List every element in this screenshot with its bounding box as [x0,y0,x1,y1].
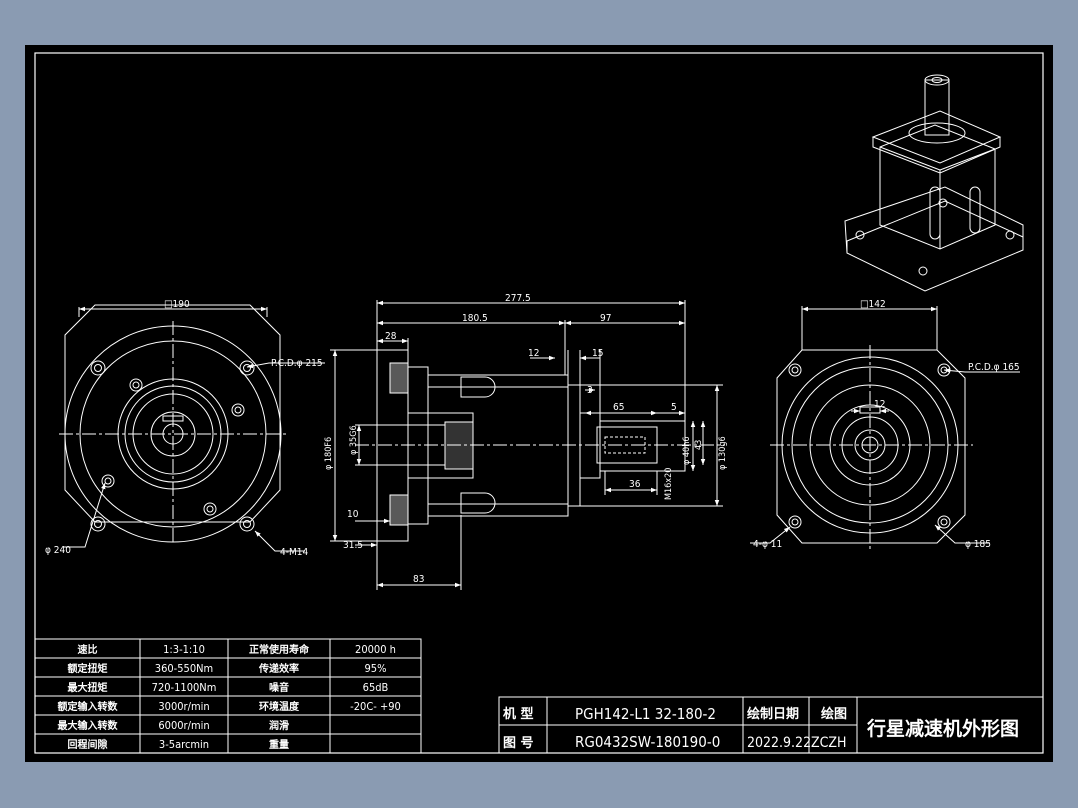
spec-cell-r0-c0: 速比 [78,643,98,656]
spec-cell-r4-c1: 6000r/min [158,719,209,732]
spec-cell-r2-c2: 噪音 [269,681,289,694]
rear-key-width: 12 [874,399,885,410]
side-dim-15: 15 [592,348,603,359]
date-label: 绘制日期 [747,706,799,722]
rear-diameter-label: φ 185 [965,539,991,550]
title-block [498,696,1044,754]
spec-table [34,638,422,754]
side-flange-thk: 28 [385,331,397,342]
model-label: 机 型 [503,706,534,722]
side-spigot-dia: φ 130g6 [718,436,728,470]
drawn-by-value: ZCZH [811,735,847,751]
side-total-length: 277.5 [505,293,531,304]
side-output-shaft [599,420,686,472]
front-diameter-label: φ 240 [45,545,71,556]
spec-cell-r5-c1: 3-5arcmin [159,738,209,751]
spec-cell-r4-c0: 最大输入转数 [58,719,119,732]
spec-cell-r0-c3: 20000 h [355,643,396,656]
spec-cell-r3-c0: 额定输入转数 [58,700,119,713]
rear-holes-label: 4-φ 11 [753,539,782,550]
cad-drawing: □190 P.C.D.φ 215 φ 240 4-M14 [34,52,1044,754]
spec-cell-r3-c1: 3000r/min [158,700,209,713]
side-thread: M16x20 [664,468,674,500]
side-dim-5: 5 [671,402,677,413]
spec-cell-r1-c2: 传递效率 [258,662,299,675]
side-key-h: 43 [694,440,704,450]
side-dim-65: 65 [613,402,624,413]
spec-cell-r5-c2: 重量 [269,738,289,751]
side-view [330,300,725,590]
side-flange [376,349,409,542]
side-dim-12: 12 [528,348,539,359]
front-holes-label: 4-M14 [280,547,308,558]
spec-cell-r3-c3: -20C- +90 [350,700,401,713]
date-value: 2022.9.22 [747,735,811,751]
drawing-number-value: RG0432SW-180190-0 [575,733,720,751]
spec-cell-r0-c1: 1:3-1:10 [163,643,205,656]
rear-view [750,306,1020,550]
drawing-sheet: □190 P.C.D.φ 215 φ 240 4-M14 [25,45,1053,762]
side-dim-83: 83 [413,574,424,585]
rear-pcd-label: P.C.D.φ 165 [968,362,1020,373]
iso-body [879,124,996,250]
isometric-view [844,74,1024,292]
drawn-by-label: 绘图 [821,706,847,722]
drawing-title: 行星减速机外形图 [866,717,1019,740]
spec-cell-r1-c0: 额定扭矩 [68,662,108,675]
spec-cell-r1-c3: 95% [365,662,387,675]
rear-square-dim: □142 [860,299,886,310]
spec-cell-r1-c1: 360-550Nm [155,662,213,675]
front-pcd-label: P.C.D.φ 215 [271,358,323,369]
side-dim-36: 36 [629,479,641,490]
spec-cell-r4-c2: 润滑 [269,719,289,732]
spec-cell-r5-c0: 回程间隙 [68,738,108,751]
side-shaft-dia: φ 40h6 [682,437,692,466]
drawing-number-label: 图 号 [503,736,534,751]
rear-flange-outline [776,349,966,544]
side-bore-dia: φ 35G6 [349,425,359,455]
front-view [59,304,325,552]
front-square-dim: □190 [164,299,190,310]
model-value: PGH142-L1 32-180-2 [575,705,716,723]
spec-table-text: 速比 1:3-1:10 正常使用寿命 20000 h 额定扭矩 360-550Nm 传递效率… [58,643,401,751]
spec-cell-r2-c3: 65dB [363,681,389,694]
spec-cell-r3-c2: 环境温度 [259,700,300,713]
side-shaft-length: 97 [600,313,611,324]
side-body-length: 180.5 [462,313,488,324]
side-dim-31-5: 31.5 [343,540,363,551]
side-dim-10: 10 [347,509,359,520]
spec-cell-r2-c1: 720-1100Nm [152,681,217,694]
spec-cell-r2-c0: 最大扭矩 [68,681,108,694]
side-pilot-dia: φ 180F6 [324,437,334,470]
spec-cell-r0-c2: 正常使用寿命 [249,643,310,656]
side-dim-3: 3 [587,385,593,396]
